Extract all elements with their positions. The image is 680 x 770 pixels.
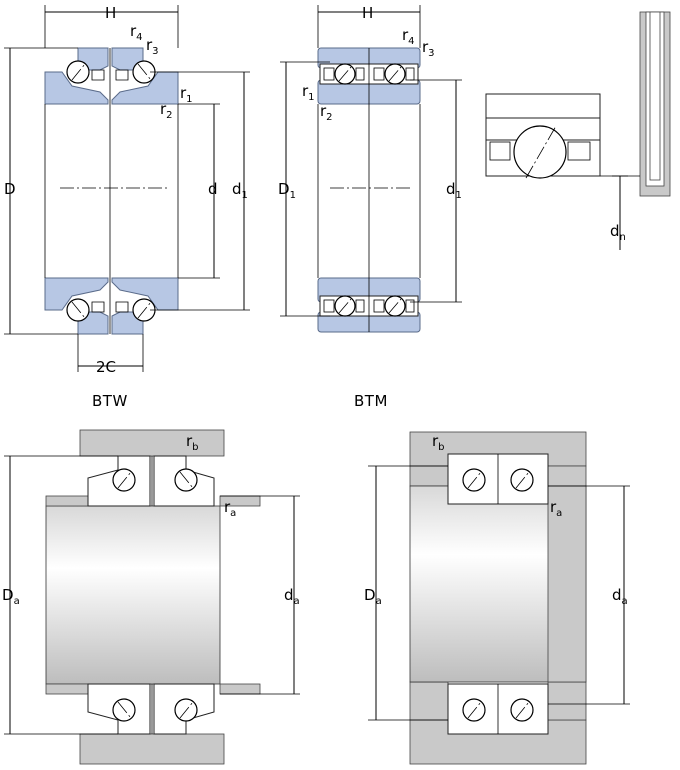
btw-bearing-drawing [4,5,250,372]
btw-mounted-rb-label: rb [186,432,199,453]
btw-mounted-drawing [4,429,300,765]
btm-D1-label: D1 [278,180,296,201]
btw-2C-label: 2C [96,358,116,376]
btw-cage [91,301,129,313]
btw-mounted-Da-label: Da [2,586,20,607]
btw-mounted-da-label: da [284,586,300,607]
btw-r4-label: r4 [130,22,143,43]
btw-caption: BTW [92,392,128,410]
dn-label: dn [610,222,626,243]
btm-mounted-Da-label: Da [364,586,382,607]
btw-r2-label: r2 [160,100,173,121]
btw-r3-label: r3 [146,36,159,57]
btm-mounted-ra-label: ra [550,498,562,519]
btw-mounted-housing-top [79,429,225,457]
btw-d-label: d [208,180,218,198]
btw-contact-line [71,301,86,319]
btm-mounted-rb-label: rb [432,432,445,453]
dn-ball [513,125,567,179]
btm-H-label: H [362,4,373,22]
btw-contact-line [137,63,152,81]
btw-mounted-shaft [45,505,221,685]
btw-upper-inner-ring-left [44,71,109,105]
btw-r1-label: r1 [180,84,193,105]
btm-mounted-drawing [368,431,630,765]
btw-mounted-housing-bottom [79,733,225,765]
btw-contact-line [71,63,86,81]
btm-mounted-da-label: da [612,586,628,607]
btm-r4-label: r4 [402,26,415,47]
btm-caption: BTM [354,392,388,410]
btm-bearing-drawing [280,5,462,333]
btm-d1-label: d1 [446,180,462,201]
btw-mounted-ra-label: ra [224,498,236,519]
btw-d1-label: d1 [232,180,248,201]
btm-r2-label: r2 [320,102,333,123]
dn-detail-drawing [485,11,671,250]
btw-contact-line [137,301,152,319]
btm-r3-label: r3 [422,38,435,59]
btw-cage [91,69,129,81]
btm-r1-label: r1 [302,82,315,103]
btw-D-label: D [4,180,16,198]
btw-H-label: H [105,4,116,22]
btw-lower-inner-ring-left [44,277,109,311]
